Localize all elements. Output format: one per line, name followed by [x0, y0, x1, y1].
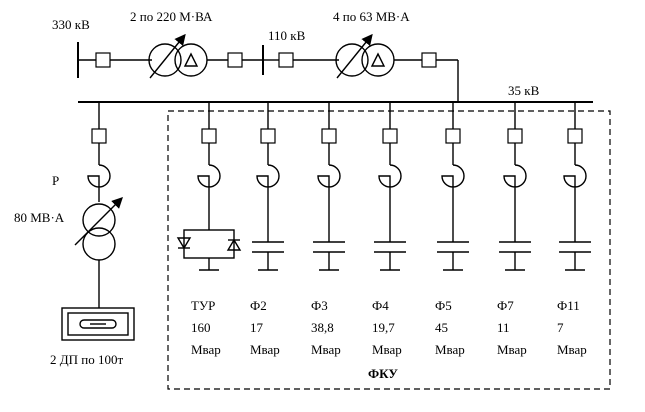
furnace-branch — [61, 102, 135, 341]
reactor-symbol — [563, 164, 587, 242]
feeder-unit: Мвар — [557, 342, 587, 357]
feeder-value: 17 — [250, 320, 264, 335]
fku-group-frame — [167, 110, 611, 390]
breaker — [201, 128, 217, 144]
breaker-330 — [95, 52, 111, 68]
reactor-symbol — [503, 164, 527, 242]
furnace-transformer-symbol — [74, 197, 123, 261]
breaker — [382, 128, 398, 144]
breaker — [567, 128, 583, 144]
label-autotransformer: 2 по 220 М·ВА — [130, 9, 213, 24]
feeder-value: 38,8 — [311, 320, 334, 335]
feeder-value: 11 — [497, 320, 510, 335]
label-furnace: 2 ДП по 100т — [50, 352, 123, 367]
feeder-unit: Мвар — [435, 342, 465, 357]
feeder-name: Ф7 — [497, 298, 514, 313]
feeder-unit: Мвар — [250, 342, 280, 357]
feeder-value: 19,7 — [372, 320, 395, 335]
reactor-symbol — [317, 164, 341, 242]
feeder-unit: Мвар — [311, 342, 341, 357]
capacitor-symbol — [374, 241, 406, 271]
breaker — [321, 128, 337, 144]
feeder-unit: Мвар — [191, 342, 221, 357]
capacitor-symbol — [437, 241, 469, 271]
breaker-110 — [278, 52, 294, 68]
breaker — [507, 128, 523, 144]
breaker — [260, 128, 276, 144]
autotransformer-branch — [78, 33, 263, 79]
breaker-35-incomer — [421, 52, 437, 68]
autotransformer-symbol — [148, 33, 208, 79]
feeder-name: Ф4 — [372, 298, 389, 313]
thyristor-bridge-symbol — [176, 229, 242, 271]
capacitor-symbol — [313, 241, 345, 271]
capacitor-symbol — [499, 241, 531, 271]
reactor-symbol — [197, 164, 221, 230]
feeder-value: 160 — [191, 320, 211, 335]
feeder-name: ТУР — [191, 298, 215, 313]
label-110kv: 110 кВ — [268, 28, 306, 43]
reactor-symbol — [378, 164, 402, 242]
feeder-name: Ф11 — [557, 298, 580, 313]
feeder-unit: Мвар — [497, 342, 527, 357]
arc-furnace-symbol — [61, 307, 135, 341]
reactor-symbol — [441, 164, 465, 242]
breaker — [445, 128, 461, 144]
feeder-name: Ф2 — [250, 298, 267, 313]
label-fku-group: ФКУ — [368, 366, 398, 381]
reactor-symbol — [87, 164, 111, 202]
feeder-value: 45 — [435, 320, 448, 335]
capacitor-symbol — [559, 241, 591, 271]
label-330kv: 330 кВ — [52, 17, 90, 32]
fku-feeders: ТУР160МварФ217МварФ338,8МварФ419,7МварФ5… — [176, 102, 591, 357]
feeder-unit: Мвар — [372, 342, 402, 357]
feeder-name: Ф3 — [311, 298, 328, 313]
capacitor-symbol — [252, 241, 284, 271]
transformer-110-35-symbol — [335, 33, 395, 79]
label-35kv: 35 кВ — [508, 83, 540, 98]
label-transformer-110-35: 4 по 63 МВ·А — [333, 9, 410, 24]
label-furnace-transformer: 80 МВ·А — [14, 210, 65, 225]
label-reactor: Р — [52, 173, 59, 188]
feeder-name: Ф5 — [435, 298, 452, 313]
reactor-symbol — [256, 164, 280, 242]
feeder-value: 7 — [557, 320, 564, 335]
breaker-autotransformer-lv — [227, 52, 243, 68]
transformer-110-35-branch — [263, 33, 459, 102]
breaker-furnace — [91, 128, 107, 144]
